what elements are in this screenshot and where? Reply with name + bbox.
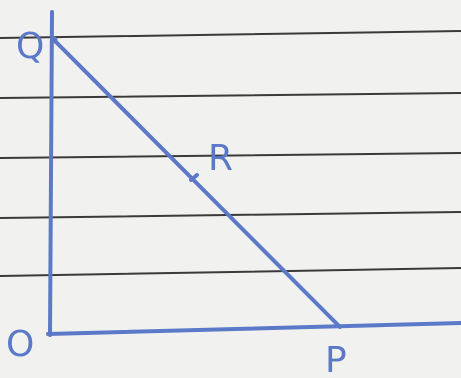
label-p: P xyxy=(325,340,347,378)
ruled-line xyxy=(0,152,461,159)
ruled-line xyxy=(0,30,461,39)
point-q-dot xyxy=(50,36,58,44)
label-o: O xyxy=(6,324,34,365)
label-q: Q xyxy=(16,26,44,67)
segment-qp xyxy=(52,38,342,329)
ruled-line xyxy=(0,92,461,99)
point-r-tick xyxy=(189,173,199,182)
label-r: R xyxy=(208,138,233,179)
triangle xyxy=(46,10,461,337)
segment-op xyxy=(46,321,461,336)
ruled-lines xyxy=(0,30,461,277)
ruled-line xyxy=(0,267,461,277)
segment-oq xyxy=(48,10,54,337)
